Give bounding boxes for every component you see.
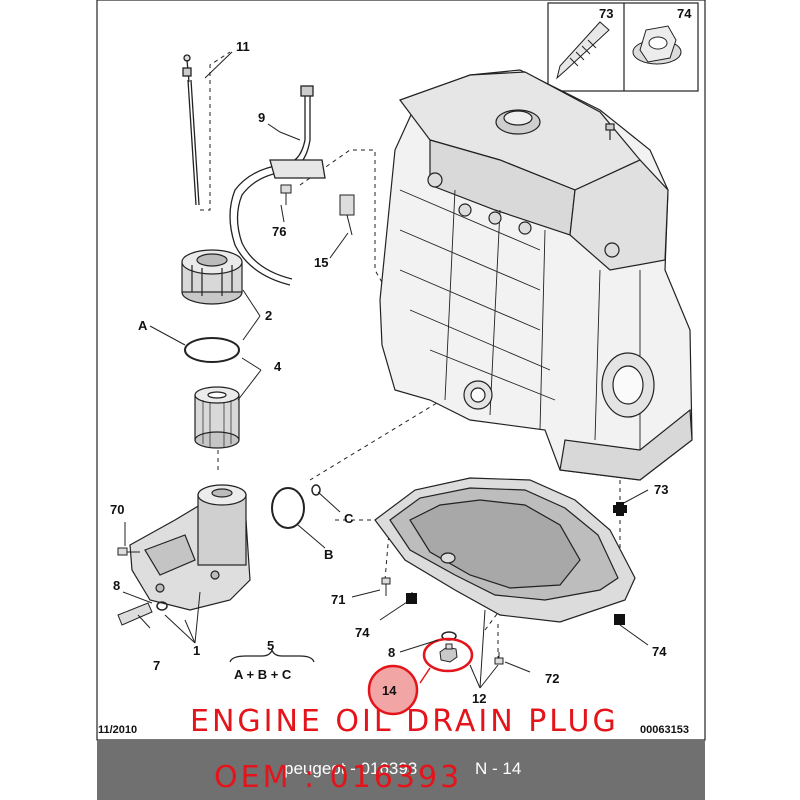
callout-9: 9: [258, 110, 265, 125]
bolt-70: [117, 547, 140, 556]
footer-page: N - 14: [475, 759, 522, 778]
washer-8-left: [156, 601, 168, 611]
callout-8-right: 8: [388, 645, 395, 660]
assembly-formula: A + B + C: [234, 667, 292, 682]
oil-filter-cap: [181, 249, 243, 305]
drain-plug-icon: [439, 643, 458, 663]
callout-70: 70: [110, 502, 124, 517]
callout-14: 14: [382, 683, 397, 698]
callout-c: C: [344, 511, 354, 526]
oil-filter-housing: [129, 484, 251, 611]
marker-square-right: [614, 614, 625, 625]
callout-2: 2: [265, 308, 272, 323]
gasket-b: [271, 487, 305, 529]
callout-74-left: 74: [355, 625, 370, 640]
dipstick: [182, 54, 200, 206]
seal-ring-a: [184, 337, 240, 363]
flange-nut-icon: [632, 25, 682, 65]
stud-icon: [556, 21, 610, 80]
seal-c: [311, 484, 321, 496]
oil-pan: [374, 477, 636, 623]
solid-leaders: [122, 51, 649, 689]
callout-4: 4: [274, 359, 282, 374]
dipstick-tube: [229, 85, 326, 286]
footer-code: 00063153: [640, 724, 689, 736]
engine-block: [379, 69, 693, 481]
inset-label-74: 74: [677, 6, 692, 21]
callout-7: 7: [153, 658, 160, 673]
footer-reference: peugeot - 016393: [284, 759, 418, 778]
oil-filter-element: [194, 386, 240, 449]
bolt-76: [280, 184, 292, 205]
callout-15: 15: [314, 255, 328, 270]
callout-72: 72: [545, 671, 559, 686]
callout-a: A: [138, 318, 148, 333]
fastener-inset: 73 74: [547, 2, 699, 92]
callout-b: B: [324, 547, 333, 562]
callout-76: 76: [272, 224, 286, 239]
footer-band: [97, 740, 705, 800]
callout-8-left: 8: [113, 578, 120, 593]
marker-square-left: [406, 593, 417, 604]
marker-cross: [613, 502, 627, 516]
oil-level-sensor: [339, 194, 355, 236]
drain-plug-highlight-ring: [422, 637, 474, 673]
overlay-title: ENGINE OIL DRAIN PLUG: [190, 704, 619, 739]
callout-12: 12: [472, 691, 486, 706]
callout-1: 1: [193, 643, 200, 658]
bolt-72: [494, 652, 504, 665]
group-bracket: [229, 648, 315, 663]
footer-date: 11/2010: [98, 724, 137, 736]
bolt-71: [381, 577, 391, 596]
callout-5: 5: [267, 638, 274, 653]
sensor-7: [117, 602, 153, 626]
callout-71: 71: [331, 592, 345, 607]
callout-11: 11: [236, 39, 250, 54]
callout-74-right: 74: [652, 644, 667, 659]
inset-label-73: 73: [599, 6, 613, 21]
callout-14-bubble: [367, 664, 419, 716]
overlay-oem: OEM : 016393: [214, 760, 463, 795]
drain-plug-highlight-leader: [419, 667, 431, 684]
callout-73: 73: [654, 482, 668, 497]
